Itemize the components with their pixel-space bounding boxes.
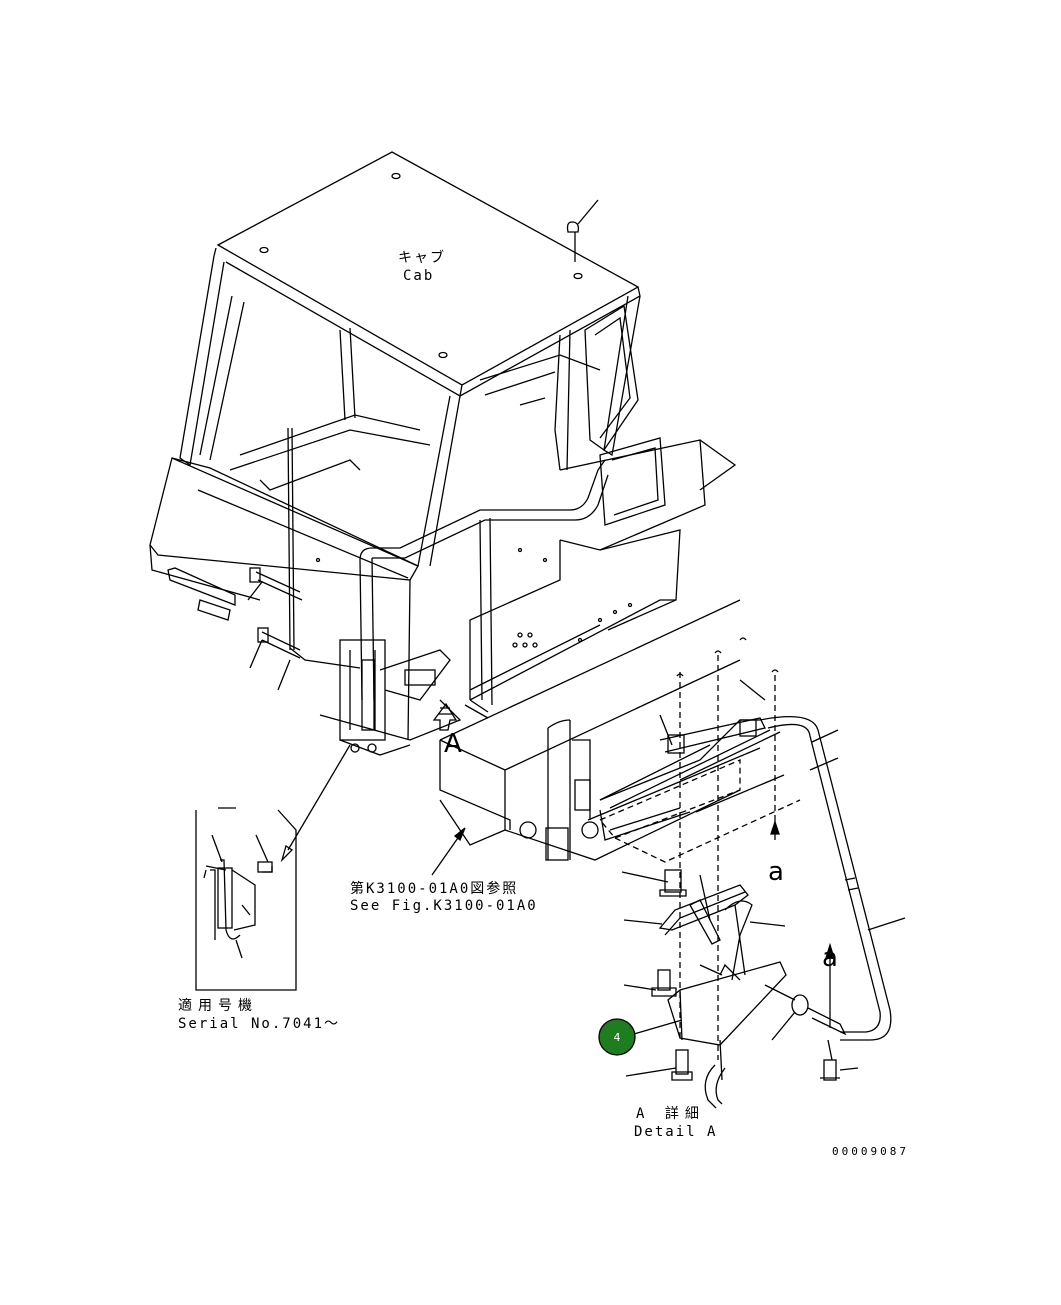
mirror-bracket <box>249 427 462 756</box>
drawing-number: 00009087 <box>832 1145 909 1158</box>
view-a-arrow <box>432 702 458 731</box>
callout-badge-number: 4 <box>614 1031 621 1044</box>
detail-label-jp: A 詳細 <box>636 1106 705 1122</box>
guide-rectangle <box>598 655 801 1060</box>
serial-inset <box>195 807 297 991</box>
detail-a-parts <box>651 819 847 1109</box>
reference-label-jp: 第K3100-01A0図参照 <box>350 880 518 897</box>
cab-frame <box>149 255 737 741</box>
cab-label-en: Cab <box>403 268 434 284</box>
serial-label-jp: 適用号機 <box>178 997 258 1014</box>
arrow-a-label-1: a <box>768 857 784 887</box>
serial-label-en: Serial No.7041～ <box>178 1016 340 1032</box>
callout-badge-4[interactable]: 4 <box>598 1018 636 1056</box>
view-a-label: A <box>444 729 462 759</box>
detail-label-en: Detail A <box>634 1124 717 1140</box>
cab-label-jp: キャブ <box>398 249 446 266</box>
side-panel <box>439 599 892 1041</box>
leader-lines <box>203 199 906 1077</box>
arrow-a-label-2: a <box>822 943 838 973</box>
reference-label-en: See Fig.K3100-01A0 <box>350 898 538 914</box>
